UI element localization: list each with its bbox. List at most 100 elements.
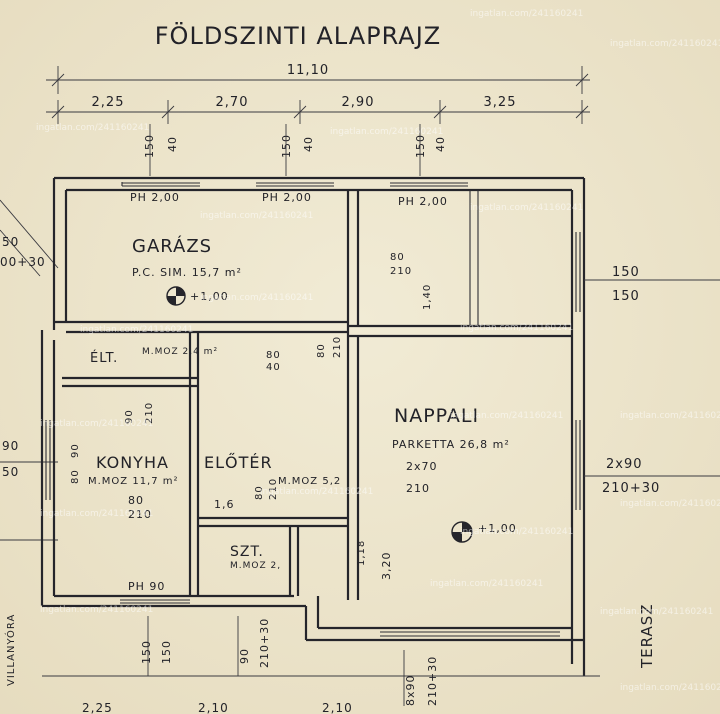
window-marks: [45, 182, 581, 637]
svg-text:ingatlan.com/241160241: ingatlan.com/241160241: [450, 411, 563, 421]
right-window-dim-a: 150: [612, 265, 640, 280]
right-extension-lines: [584, 279, 720, 477]
total-dimension-line: [46, 66, 590, 94]
bottom-partial-2: 2,10: [198, 701, 229, 714]
window-1-height-b: 40: [166, 136, 179, 152]
svg-text:ingatlan.com/241160241: ingatlan.com/241160241: [470, 9, 583, 19]
svg-text:ingatlan.com/241160241: ingatlan.com/241160241: [620, 683, 720, 693]
svg-text:ingatlan.com/241160241: ingatlan.com/241160241: [200, 211, 313, 221]
garage-side-dim: 1,40: [422, 284, 433, 310]
window-label-4: PH 90: [128, 580, 165, 593]
garage-inner-door-b: 210: [390, 266, 412, 277]
room-nappali-level: +1,00: [478, 522, 517, 535]
window-2-height-b: 40: [302, 136, 315, 152]
segment-2-label: 2,70: [216, 95, 249, 110]
window-3-height-b: 40: [434, 136, 447, 152]
bottom-window-k-a: 150: [140, 640, 153, 664]
window-1-height-a: 150: [143, 134, 156, 158]
eloter-door-b: 210: [268, 478, 279, 500]
hall-top-door-b: 40: [266, 362, 281, 373]
nappali-door-b: 210: [406, 482, 430, 495]
svg-text:ingatlan.com/241160241: ingatlan.com/241160241: [460, 323, 573, 333]
svg-text:ingatlan.com/241160241: ingatlan.com/241160241: [600, 607, 713, 617]
svg-text:ingatlan.com/241160241: ingatlan.com/241160241: [40, 605, 153, 615]
window-2-height-a: 150: [280, 134, 293, 158]
level-symbol-garage: [166, 286, 186, 306]
left-dim-4: 50: [2, 465, 19, 479]
left-dim-2: 00+30: [0, 255, 46, 269]
konyha-door-b: 210: [144, 402, 155, 424]
bottom-nappali-door-b: 210+30: [426, 656, 439, 706]
svg-text:ingatlan.com/241160241: ingatlan.com/241160241: [620, 499, 720, 509]
nappali-height-dim: 3,20: [380, 552, 393, 581]
total-width-label: 11,10: [287, 63, 329, 78]
garage-inner-door-a: 80: [390, 252, 405, 263]
room-elt-floor: M.MOZ 2,4 m²: [142, 347, 218, 357]
eloter-door-a: 80: [254, 485, 265, 500]
bottom-partial-3: 2,10: [322, 701, 353, 714]
svg-text:ingatlan.com/241160241: ingatlan.com/241160241: [460, 527, 573, 537]
svg-text:ingatlan.com/241160241: ingatlan.com/241160241: [470, 203, 583, 213]
svg-text:ingatlan.com/241160241: ingatlan.com/241160241: [36, 123, 149, 133]
svg-text:ingatlan.com/241160241: ingatlan.com/241160241: [200, 293, 313, 303]
exterior-walls: [40, 176, 586, 676]
right-door-dim-a: 2x90: [606, 457, 643, 472]
room-szt-floor: M.MOZ 2,: [230, 561, 281, 571]
hall-right-door-a: 80: [316, 343, 327, 358]
interior-walls: [54, 190, 572, 600]
segment-3-label: 2,90: [342, 95, 375, 110]
room-nappali-name: NAPPALI: [394, 405, 479, 427]
room-garazs-name: GARÁZS: [132, 235, 212, 257]
room-garazs-level: +1,00: [190, 290, 229, 303]
svg-text:ingatlan.com/241160241: ingatlan.com/241160241: [40, 509, 153, 519]
bottom-nappali-door-a: 8x90: [404, 674, 417, 706]
left-dim-3: 90: [2, 439, 19, 453]
bottom-door-b: 210+30: [258, 618, 271, 668]
hall-right-door-b: 210: [332, 336, 343, 358]
left-dim-1: 50: [2, 235, 19, 249]
left-extension-lines: [0, 199, 59, 541]
segment-1-label: 2,25: [92, 95, 125, 110]
hall-small-dim: 1,6: [214, 498, 235, 511]
room-eloter-name: ELŐTÉR: [204, 452, 273, 472]
svg-text:ingatlan.com/241160241: ingatlan.com/241160241: [620, 411, 720, 421]
window-label-2: PH 2,00: [262, 191, 312, 204]
room-terasz-name: TERASZ: [638, 603, 656, 669]
konyha-side-a: 90: [70, 443, 81, 458]
room-eloter-floor: M.MOZ 5,2: [278, 476, 341, 487]
watermarks: ingatlan.com/241160241 ingatlan.com/2411…: [36, 9, 720, 693]
svg-text:ingatlan.com/241160241: ingatlan.com/241160241: [80, 325, 193, 335]
room-garazs-floor: P.C. SIM. 15,7 m²: [132, 266, 242, 279]
hall-top-door-a: 80: [266, 350, 281, 361]
room-nappali-floor: PARKETTA 26,8 m²: [392, 438, 510, 451]
konyha-door-a: 90: [124, 409, 135, 424]
room-elt-name: ÉLT.: [90, 350, 118, 366]
szt-side-dim: 1,18: [356, 540, 367, 566]
plan-title: FÖLDSZINTI ALAPRAJZ: [155, 21, 442, 50]
window-3-height-a: 150: [414, 134, 427, 158]
window-label-3: PH 2,00: [398, 195, 448, 208]
right-window-dim-b: 150: [612, 289, 640, 304]
svg-text:ingatlan.com/241160241: ingatlan.com/241160241: [260, 487, 373, 497]
level-symbol-nappali: [451, 521, 473, 543]
svg-text:ingatlan.com/241160241: ingatlan.com/241160241: [610, 39, 720, 49]
bottom-door-a: 90: [238, 648, 251, 664]
segment-4-label: 3,25: [484, 95, 517, 110]
svg-text:ingatlan.com/241160241: ingatlan.com/241160241: [430, 579, 543, 589]
bottom-extension-lines: [42, 616, 600, 706]
konyha-side-b: 80: [70, 469, 81, 484]
segment-dimension-line: [46, 100, 590, 124]
konyha-bottom-door-b: 210: [128, 508, 152, 521]
room-konyha-floor: M.MOZ 11,7 m²: [88, 476, 179, 487]
window-label-1: PH 2,00: [130, 191, 180, 204]
bottom-partial-1: 2,25: [82, 701, 113, 714]
svg-text:ingatlan.com/241160241: ingatlan.com/241160241: [40, 419, 153, 429]
nappali-door-a: 2x70: [406, 460, 438, 473]
right-door-dim-b: 210+30: [602, 481, 660, 496]
room-konyha-name: KONYHA: [96, 453, 169, 472]
window-height-ticks: [149, 124, 421, 176]
room-szt-name: SZT.: [230, 544, 264, 560]
konyha-bottom-door-a: 80: [128, 494, 144, 507]
side-label-villanyora: VILLANYÓRA: [4, 614, 17, 686]
